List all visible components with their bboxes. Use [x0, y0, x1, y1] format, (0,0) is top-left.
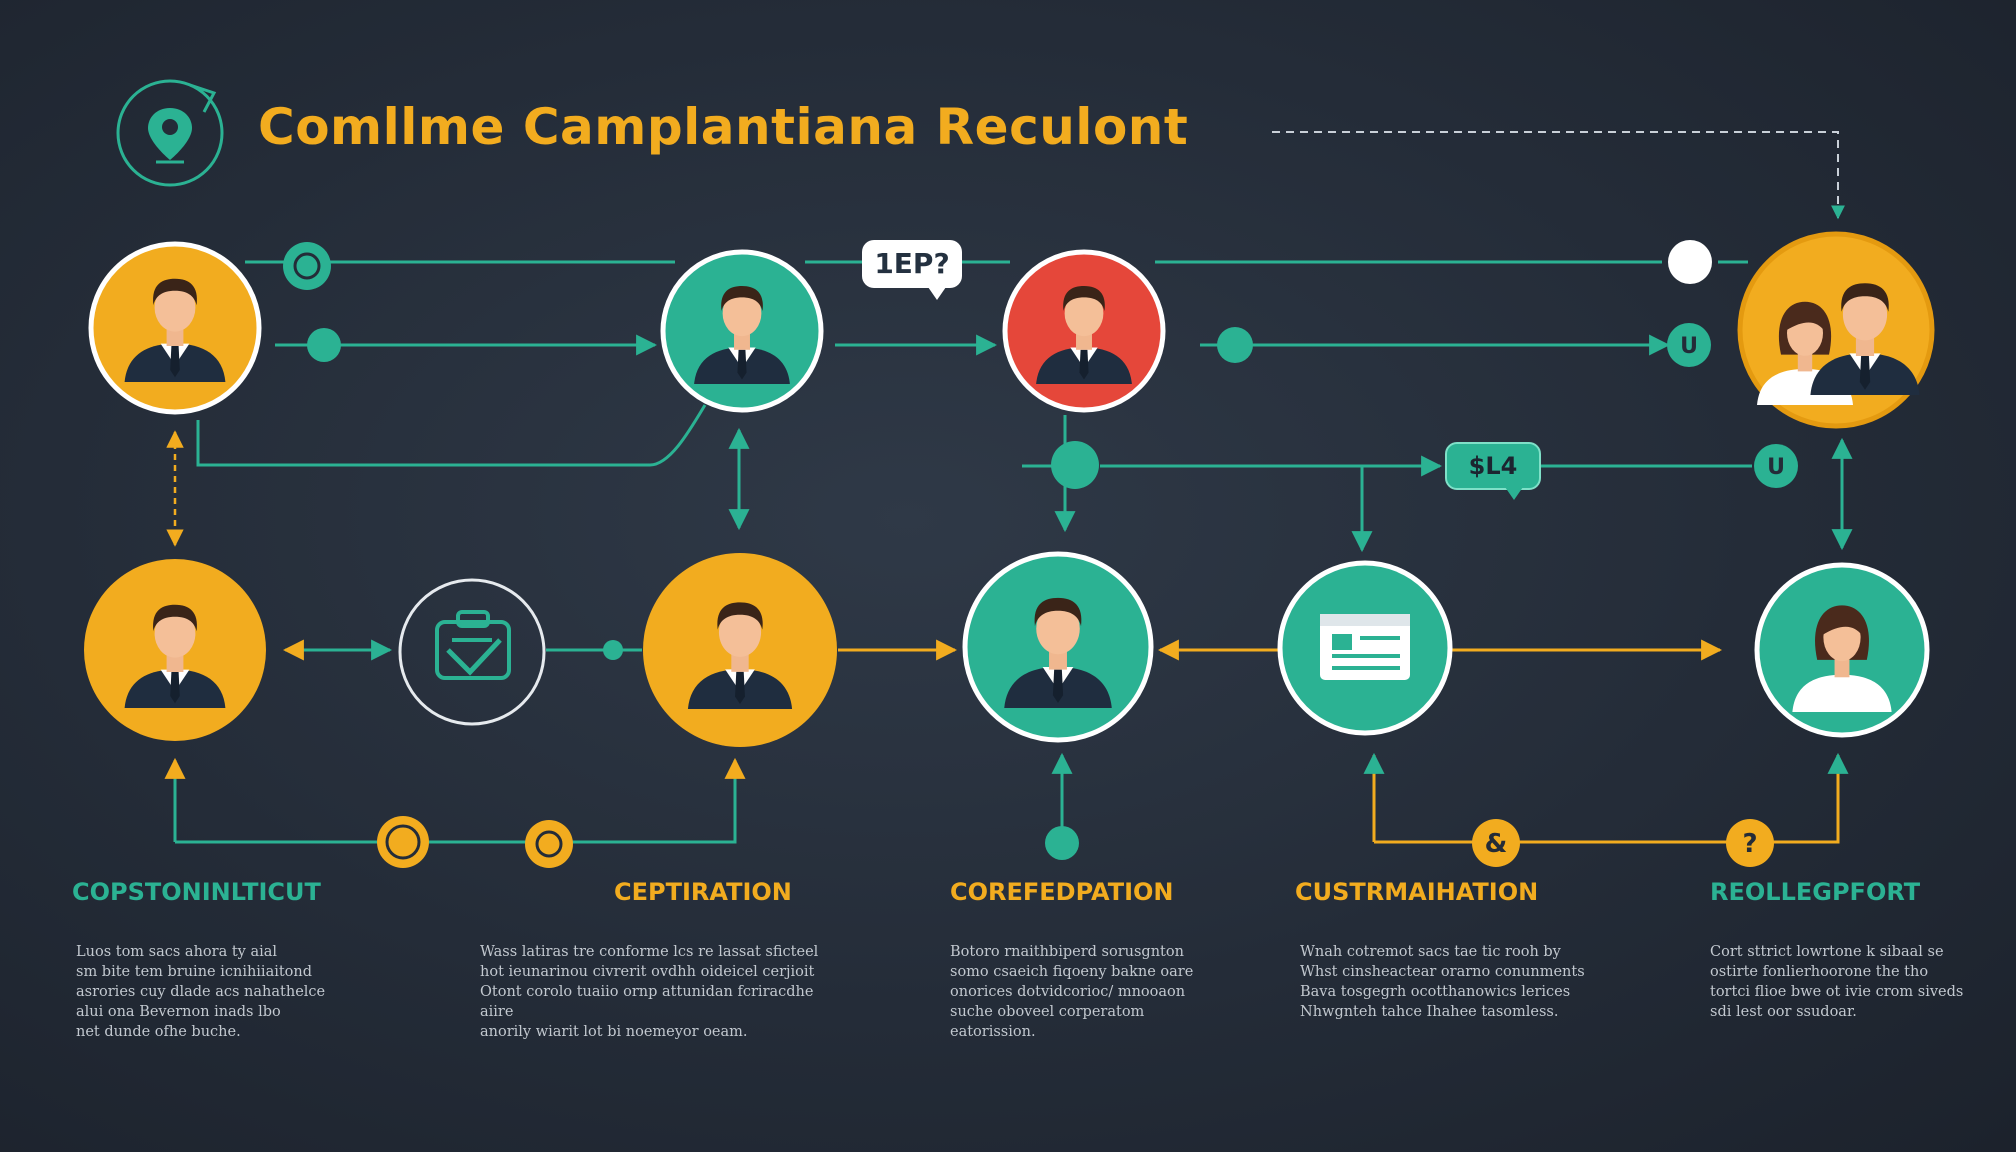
dot-glyph-a: &: [1485, 829, 1508, 859]
stage-label-1: COPSTONINLTICUT: [72, 878, 321, 906]
node-top-1: [88, 241, 262, 415]
page-title: Comllme Camplantiana Reculont: [258, 98, 1189, 156]
speech-bubble-middle: $L4: [1445, 442, 1541, 500]
node-top-3: [1002, 249, 1166, 413]
stage-description-5: Cort sttrict lowrtone k sibaal se ostirt…: [1710, 944, 1964, 1020]
node-top-2: [660, 249, 824, 413]
id-card-icon: [1320, 614, 1410, 680]
node-top-4: [1737, 231, 1935, 429]
stage-label-3: COREFEDPATION: [950, 878, 1174, 906]
stage-description-3: Botoro rnaithbiperd sorusgnton somo csae…: [950, 944, 1194, 1040]
logo-pin-icon: [116, 79, 224, 187]
dot-glyph-c: U: [1680, 334, 1698, 359]
node-bottom-3: [962, 551, 1154, 743]
connector-dots: [283, 240, 1798, 868]
stage-label-4: CUSTRMAIHATION: [1295, 878, 1539, 906]
node-bottom-1: [84, 559, 266, 741]
speech-bubble-top: 1EP?: [862, 240, 962, 300]
stage-label-2: CEPTIRATION: [614, 878, 792, 906]
node-bottom-document: [1277, 560, 1453, 736]
node-bottom-4: [1754, 562, 1930, 738]
node-bottom-2: [643, 553, 837, 747]
stage-description-1: Luos tom sacs ahora ty aial sm bite tem …: [76, 944, 326, 1040]
stage-description-4: Wnah cotremot sacs tae tic rooh by Whst …: [1300, 944, 1585, 1020]
clipboard-check-icon: [435, 610, 511, 680]
dot-glyph-b: ?: [1742, 829, 1757, 859]
stage-description-2: Wass latiras tre conforme lcs re lassat …: [480, 944, 819, 1040]
node-bottom-clipboard: [398, 578, 546, 726]
stage-label-5: REOLLEGPFORT: [1710, 878, 1921, 906]
dot-glyph-d: U: [1767, 455, 1785, 480]
